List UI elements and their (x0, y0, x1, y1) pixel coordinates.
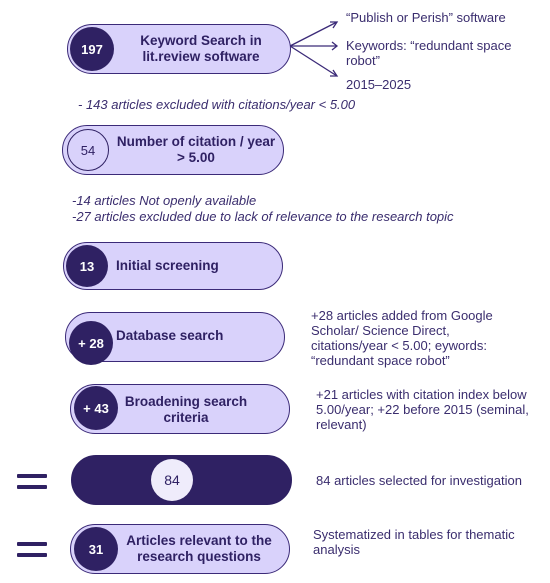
step-initial-screening-label: Initial screening (116, 258, 219, 273)
step-citation-filter-count: 54 (67, 129, 109, 171)
step-citation-filter-label: Number of citation / year > 5.00 (116, 134, 276, 165)
step-keyword-search-count: 197 (70, 27, 114, 71)
step-broadening-count: + 43 (74, 386, 118, 430)
step-relevant-count: 31 (74, 527, 118, 571)
step-selected-count: 84 (151, 459, 193, 501)
step-relevant-label: Articles relevant to the research questi… (126, 533, 272, 564)
note-broadening: +21 articles with citation index below 5… (316, 387, 529, 432)
note-database-search: +28 articles added from Google Scholar/ … (311, 308, 493, 368)
step-database-search-count: + 28 (69, 321, 113, 365)
note-selected: 84 articles selected for investigation (316, 473, 522, 488)
search-param-years: 2015–2025 (346, 77, 412, 92)
exclusion-citations: - 143 articles excluded with citations/y… (78, 97, 356, 112)
equals-bar-top-2 (17, 542, 47, 546)
step-broadening-label: Broadening search criteria (124, 394, 248, 425)
step-initial-screening-count: 13 (66, 245, 108, 287)
exclusion-relevance: -27 articles excluded due to lack of rel… (72, 209, 454, 224)
equals-bar-bottom-2 (17, 553, 47, 557)
search-param-software: “Publish or Perish” software (346, 10, 506, 25)
equals-bar-bottom (17, 485, 47, 489)
search-param-keywords: Keywords: “redundant space robot” (346, 38, 512, 68)
equals-bar-top (17, 474, 47, 478)
step-keyword-search-label: Keyword Search in lit.review software (140, 33, 262, 64)
step-database-search-label: Database search (116, 328, 224, 343)
note-systematized: Systematized in tables for thematic anal… (313, 527, 515, 557)
exclusion-not-available: -14 articles Not openly available (72, 193, 257, 208)
